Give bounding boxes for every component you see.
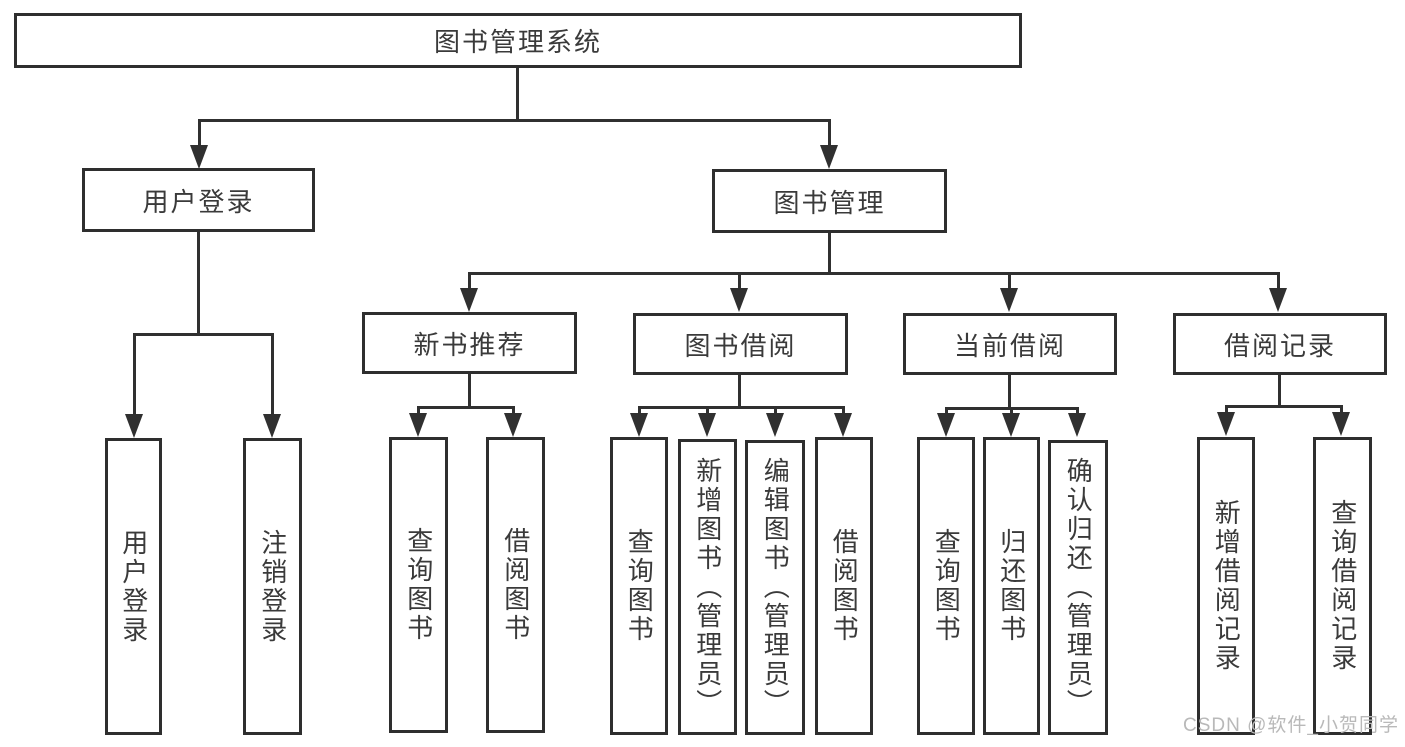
leaf-borrow-query-books: 查询图书 bbox=[610, 437, 668, 735]
leaf-label: 查询借阅记录 bbox=[1327, 499, 1358, 673]
leaf-return-books: 归还图书 bbox=[983, 437, 1040, 735]
arrow-down-icon bbox=[460, 288, 478, 312]
leaf-label: 确认归还（管理员） bbox=[1063, 457, 1094, 718]
leaf-borrow-books: 借阅图书 bbox=[815, 437, 873, 735]
node-book-management: 图书管理 bbox=[712, 169, 947, 233]
node-current-borrow: 当前借阅 bbox=[903, 313, 1117, 375]
leaf-logout-label: 注销登录 bbox=[257, 528, 288, 645]
arrow-down-icon bbox=[766, 413, 784, 437]
connector-stem-mgmt bbox=[828, 119, 831, 147]
leaf-logout: 注销登录 bbox=[243, 438, 302, 735]
arrow-down-icon bbox=[834, 413, 852, 437]
arrow-down-icon bbox=[730, 288, 748, 312]
connector-borrow-trunk bbox=[738, 375, 741, 406]
leaf-current-query-books: 查询图书 bbox=[917, 437, 975, 735]
arrow-down-icon bbox=[263, 414, 281, 438]
leaf-label: 新增图书（管理员） bbox=[692, 456, 723, 718]
connector-stem-newbook bbox=[468, 272, 471, 290]
connector-stem bbox=[945, 407, 948, 415]
arrow-down-icon bbox=[1332, 412, 1350, 436]
connector-mgmt-hline bbox=[469, 272, 1280, 275]
arrow-down-icon bbox=[409, 413, 427, 437]
node-borrow-records-label: 借阅记录 bbox=[1223, 330, 1336, 361]
connector-stem bbox=[706, 406, 709, 415]
leaf-label: 查询图书 bbox=[403, 527, 434, 643]
leaf-user-login-label: 用户登录 bbox=[118, 528, 149, 645]
arrow-down-icon bbox=[698, 413, 716, 437]
arrow-down-icon bbox=[1002, 413, 1020, 437]
arrow-down-icon bbox=[1269, 288, 1287, 312]
connector-stem-records bbox=[1277, 272, 1280, 290]
connector-stem bbox=[1225, 405, 1228, 414]
arrow-down-icon bbox=[820, 145, 838, 169]
connector-stem-login bbox=[198, 119, 201, 147]
arrow-down-icon bbox=[630, 413, 648, 437]
node-book-borrow: 图书借阅 bbox=[633, 313, 848, 375]
leaf-newbook-borrow-books: 借阅图书 bbox=[486, 437, 545, 733]
leaf-label: 归还图书 bbox=[996, 528, 1027, 644]
node-root-label: 图书管理系统 bbox=[433, 27, 602, 57]
connector-records-trunk bbox=[1278, 375, 1281, 405]
connector-login-hline bbox=[133, 333, 274, 336]
node-user-login-label: 用户登录 bbox=[142, 186, 255, 217]
node-user-login: 用户登录 bbox=[82, 168, 315, 232]
connector-stem bbox=[774, 406, 777, 415]
leaf-add-borrow-record: 新增借阅记录 bbox=[1197, 437, 1255, 735]
leaf-edit-books-admin: 编辑图书（管理员） bbox=[745, 440, 805, 735]
connector-stem bbox=[842, 406, 845, 415]
connector-stem-login-user bbox=[133, 333, 136, 416]
leaf-user-login: 用户登录 bbox=[105, 438, 162, 735]
connector-stem bbox=[417, 406, 420, 415]
connector-newbook-trunk bbox=[468, 374, 471, 406]
connector-stem bbox=[1340, 405, 1343, 414]
connector-stem bbox=[1010, 407, 1013, 415]
leaf-label: 新增借阅记录 bbox=[1211, 499, 1242, 673]
connector-mgmt-trunk bbox=[828, 233, 831, 272]
connector-stem bbox=[512, 406, 515, 415]
leaf-label: 查询图书 bbox=[931, 528, 962, 644]
leaf-label: 查询图书 bbox=[624, 528, 655, 644]
node-book-borrow-label: 图书借阅 bbox=[684, 330, 797, 361]
arrow-down-icon bbox=[504, 413, 522, 437]
connector-stem bbox=[1076, 407, 1079, 415]
connector-current-trunk bbox=[1008, 375, 1011, 407]
connector-stem-current bbox=[1008, 272, 1011, 290]
arrow-down-icon bbox=[937, 413, 955, 437]
node-current-borrow-label: 当前借阅 bbox=[953, 330, 1066, 361]
node-new-book-recommend-label: 新书推荐 bbox=[413, 329, 526, 360]
node-root: 图书管理系统 bbox=[14, 13, 1022, 68]
node-book-management-label: 图书管理 bbox=[773, 187, 886, 218]
connector-stem-borrow bbox=[738, 272, 741, 290]
leaf-confirm-return-admin: 确认归还（管理员） bbox=[1048, 440, 1108, 735]
connector-root-hline bbox=[198, 119, 831, 122]
arrow-down-icon bbox=[1217, 412, 1235, 436]
leaf-label: 借阅图书 bbox=[829, 528, 860, 644]
arrow-down-icon bbox=[1000, 288, 1018, 312]
leaf-add-books-admin: 新增图书（管理员） bbox=[678, 439, 737, 735]
arrow-down-icon bbox=[1068, 413, 1086, 437]
connector-stem bbox=[638, 406, 641, 415]
leaf-newbook-query-books: 查询图书 bbox=[389, 437, 448, 733]
connector-root-trunk bbox=[516, 68, 519, 119]
connector-borrow-hline bbox=[638, 406, 844, 409]
connector-login-trunk bbox=[197, 232, 200, 333]
node-borrow-records: 借阅记录 bbox=[1173, 313, 1387, 375]
connector-newbook-hline bbox=[417, 406, 514, 409]
leaf-label: 借阅图书 bbox=[500, 527, 531, 643]
arrow-down-icon bbox=[190, 145, 208, 169]
connector-records-hline bbox=[1225, 405, 1342, 408]
leaf-label: 编辑图书（管理员） bbox=[760, 457, 791, 718]
arrow-down-icon bbox=[125, 414, 143, 438]
node-new-book-recommend: 新书推荐 bbox=[362, 312, 577, 374]
csdn-watermark: CSDN @软件_小贺同学 bbox=[1183, 715, 1399, 736]
leaf-query-borrow-record: 查询借阅记录 bbox=[1313, 437, 1372, 735]
connector-stem-login-logout bbox=[271, 333, 274, 416]
